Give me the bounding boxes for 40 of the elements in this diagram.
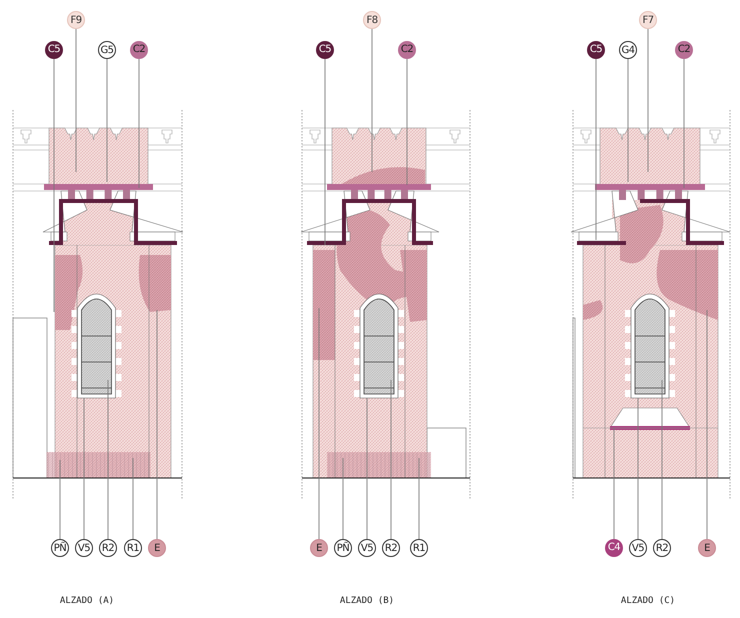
callout-label: E [698, 539, 716, 557]
callout-label: C2 [130, 41, 148, 59]
callout-label: F8 [363, 11, 381, 29]
leader-line [138, 58, 140, 188]
callout-label: F7 [639, 11, 657, 29]
leader-line [366, 398, 368, 540]
callout-label: C5 [587, 41, 605, 59]
leader-line [406, 58, 408, 186]
callout-label: C4 [605, 539, 623, 557]
callout-label: C2 [675, 41, 693, 59]
callout-label: C2 [398, 41, 416, 59]
callout-label: R1 [124, 539, 142, 557]
callout-label: R1 [410, 539, 428, 557]
callout-label: G5 [98, 41, 116, 59]
leader-line [106, 58, 108, 182]
callout-label: E [310, 539, 328, 557]
leader-line [324, 58, 326, 246]
leader-line [706, 310, 708, 540]
elevation-caption: ALZADO (C) [620, 596, 676, 606]
callout-label: V5 [358, 539, 376, 557]
callout-label: R2 [99, 539, 117, 557]
leader-line [156, 310, 158, 540]
leader-line [342, 458, 344, 540]
leader-line [132, 458, 134, 540]
callout-label: PÑ [51, 539, 69, 557]
leader-line [390, 380, 392, 540]
elevation-caption: ALZADO (B) [340, 596, 394, 606]
leader-line [418, 458, 420, 540]
callout-label: R2 [653, 539, 671, 557]
callout-label: E [148, 539, 166, 557]
callout-label: C5 [45, 41, 63, 59]
callout-label: V5 [75, 539, 93, 557]
callout-label: C5 [316, 41, 334, 59]
leader-line [318, 308, 320, 540]
callout-label: G4 [619, 41, 637, 59]
callout-label: V5 [629, 539, 647, 557]
callout-label: PÑ [334, 539, 352, 557]
callout-label: F9 [67, 11, 85, 29]
elevation-caption: ALZADO (A) [60, 596, 114, 606]
callout-label: R2 [382, 539, 400, 557]
